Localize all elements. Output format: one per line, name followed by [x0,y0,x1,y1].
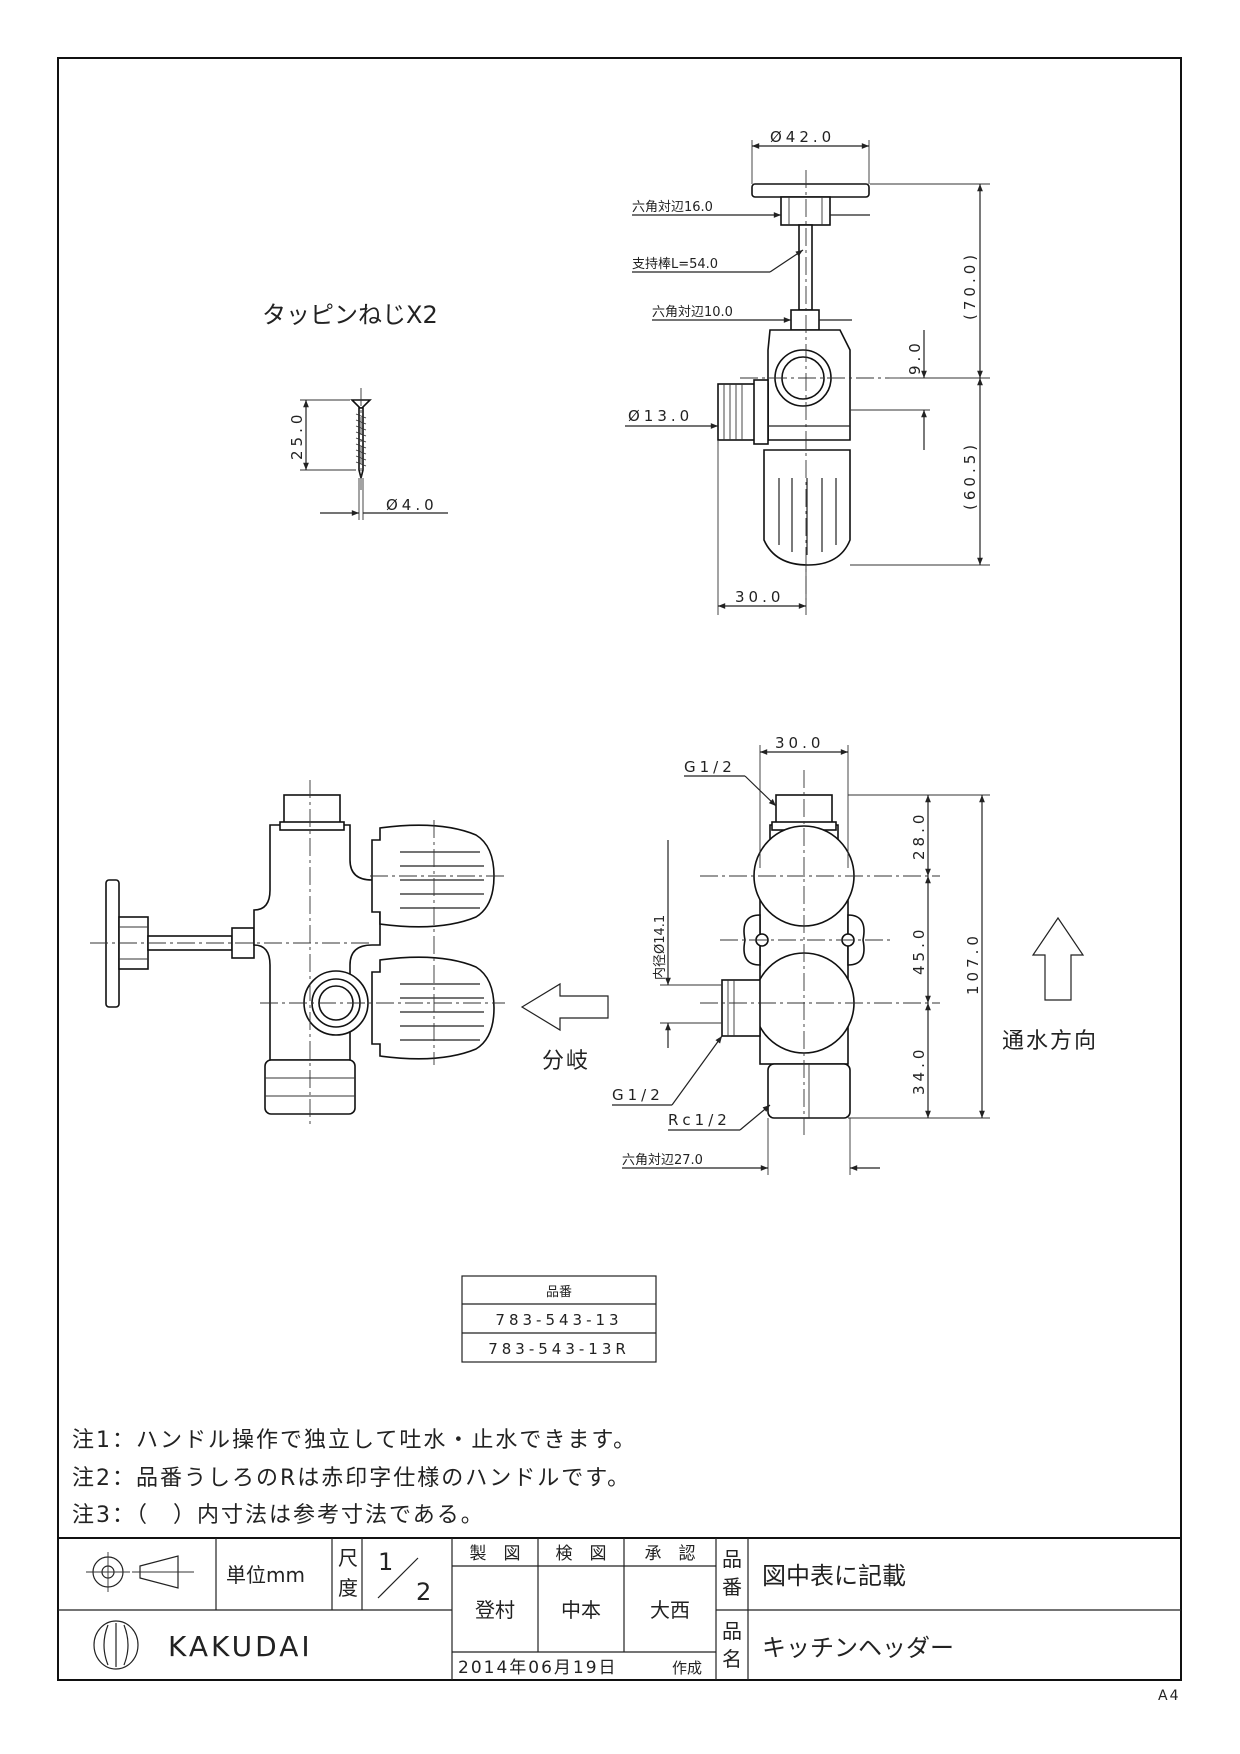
branch-label: 分岐 [542,1049,590,1074]
scale-label-2: 度 [338,1576,358,1600]
created-label: 作成 [672,1659,702,1677]
approved-by: 大西 [650,1598,690,1622]
drawn-header: 製 図 [470,1544,521,1564]
top-width-dim: 30.0 [735,588,784,606]
note-3: 注3：（ ）内寸法は参考寸法である。 [72,1503,485,1528]
front-dim-34: 34.0 [910,1046,928,1095]
front-view: 30.0 G1/2 内径Ø14.1 28.0 45.0 34.0 107.0 G… [612,734,1098,1175]
part-number-label-1: 品 [722,1547,742,1571]
flow-label: 通水方向 [1002,1029,1098,1054]
sheet-size: A4 [1158,1688,1180,1704]
hex27-dim: 六角対辺27.0 [622,1153,703,1168]
projection-symbol-icon [86,1552,194,1592]
top-view: Ø42.0 六角対辺16.0 支持棒L=54.0 六角対辺10.0 (70.0)… [625,128,990,615]
notes: 注1：ハンドル操作で独立して吐水・止水できます。 注2：品番うしろのRは赤印字仕… [72,1428,637,1528]
checked-header: 検 図 [556,1544,607,1564]
thread-bottom-label: Rc1/2 [668,1111,731,1129]
side-top-thread [283,794,341,826]
branch-arrow [520,982,609,1032]
screw-label: タッピンねじX2 [262,301,438,329]
screw-dia-dim: Ø4.0 [386,496,438,514]
part-table-header: 品番 [546,1285,572,1300]
approved-header: 承 認 [645,1544,696,1564]
mounting-plate [751,183,870,198]
screw-view: タッピンねじX2 25.0 Ø4.0 [262,301,448,520]
lower-dim: (60.5) [961,441,979,510]
brand-name: KAKUDAI [168,1630,313,1663]
scale-numerator: 1 [378,1548,393,1576]
inner-dia-label: 内径Ø14.1 [652,915,668,980]
front-dim-28: 28.0 [910,811,928,860]
side-view: 分岐 [90,780,609,1125]
side-plate [105,879,120,1008]
plate-dia-dim: Ø42.0 [770,128,835,146]
front-dim-total: 107.0 [964,932,982,995]
hex-nut-16 [780,196,831,226]
scale-label-1: 尺 [338,1546,358,1570]
scale-denominator: 2 [416,1578,431,1606]
hex16-dim: 六角対辺16.0 [632,200,713,215]
screw-shank [358,407,364,479]
thread-top-label: G1/2 [684,758,736,776]
checked-by: 中本 [561,1598,601,1622]
screw-length-dim: 25.0 [288,411,306,460]
part-row-2: 783-543-13R [488,1340,630,1358]
product-name-label-2: 名 [722,1647,742,1671]
title-block: 単位mm 尺 度 1 2 KAKUDAI 製 図 検 図 承 認 登村 中本 大… [57,1537,1182,1681]
offset-dim: 9.0 [906,339,924,375]
side-handle-lower [371,956,495,1060]
front-width-dim: 30.0 [775,734,824,752]
part-number-label-2: 番 [722,1575,742,1599]
kakudai-logo-icon [93,1620,139,1670]
part-row-1: 783-543-13 [495,1311,622,1329]
port-dia-dim: Ø13.0 [628,407,693,425]
flow-direction-arrow [1031,916,1085,1001]
thread-side-label: G1/2 [612,1086,664,1104]
front-ear-right [847,914,865,966]
note-2: 注2：品番うしろのRは赤印字仕様のハンドルです。 [72,1466,631,1491]
product-name-value: キッチンヘッダー [762,1634,954,1662]
note-1: 注1：ハンドル操作で独立して吐水・止水できます。 [72,1428,637,1453]
part-number-value: 図中表に記載 [762,1562,906,1590]
upper-dim: (70.0) [961,251,979,320]
rod-dim: 支持棒L=54.0 [632,257,718,272]
unit-label: 単位mm [226,1563,305,1587]
product-name-label-1: 品 [722,1619,742,1643]
front-dim-45: 45.0 [910,926,928,975]
hex-nut-10 [790,309,820,331]
support-rod [798,224,813,311]
creation-date: 2014年06月19日 [458,1658,618,1678]
part-number-table: 品番 783-543-13 783-543-13R [461,1275,657,1363]
drawn-by: 登村 [475,1598,515,1622]
hex10-dim: 六角対辺10.0 [652,305,733,320]
